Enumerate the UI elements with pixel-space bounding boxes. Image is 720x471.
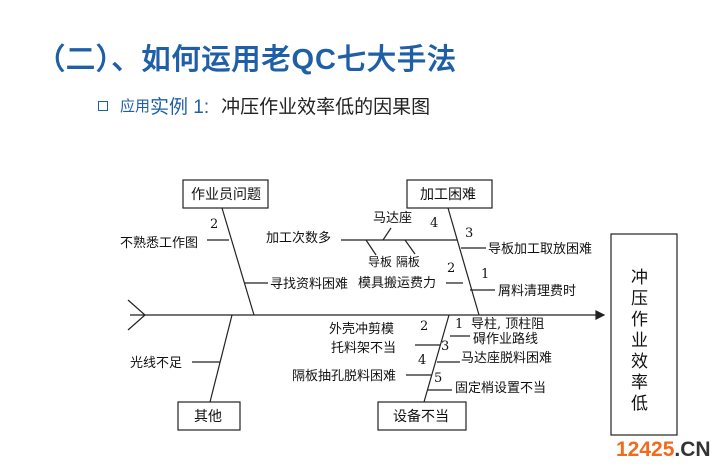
cause-label: 外壳冲剪模 bbox=[329, 321, 394, 337]
cause-number: 2 bbox=[420, 319, 428, 334]
subtitle-prefix-small: 应用 bbox=[120, 98, 151, 115]
category-other: 其他 bbox=[194, 409, 222, 425]
cause-number: 2 bbox=[447, 261, 455, 276]
category-operator: 作业员问题 bbox=[191, 187, 261, 203]
box-operator bbox=[182, 179, 269, 209]
watermark-number: 12425 bbox=[616, 438, 675, 461]
watermark: 12425.CN bbox=[616, 438, 711, 462]
box-processing bbox=[406, 179, 493, 209]
subtitle-prefix-large: 实例 1: bbox=[150, 97, 210, 118]
branch-line bbox=[404, 239, 416, 255]
cause-number: 2 bbox=[210, 217, 218, 232]
bone-operator bbox=[221, 207, 255, 316]
branch-line bbox=[382, 227, 392, 241]
category-equipment: 设备不当 bbox=[393, 408, 449, 425]
effect-label: 冲压作业效率低 bbox=[627, 268, 648, 415]
cause-label: 导柱, 顶柱阻 bbox=[471, 317, 544, 332]
cause-label: 碍作业路线 bbox=[473, 331, 538, 347]
subtitle-text: 冲压作业效率低的因果图 bbox=[221, 97, 431, 118]
cause-label: 马达座脱料困难 bbox=[461, 351, 552, 366]
effect-box bbox=[610, 233, 678, 436]
watermark-suffix: .CN bbox=[674, 438, 711, 461]
branch-line bbox=[365, 239, 377, 256]
cause-number: 4 bbox=[418, 353, 426, 368]
category-processing: 加工困难 bbox=[420, 187, 476, 203]
cause-label: 马达座 bbox=[373, 211, 412, 226]
cause-number: 4 bbox=[430, 216, 438, 231]
cause-label: 寻找资料困难 bbox=[270, 277, 348, 292]
page-title: （二）、如何运用老QC七大手法 bbox=[36, 44, 458, 76]
cause-label: 光线不足 bbox=[130, 356, 182, 371]
bullet-square-icon bbox=[98, 100, 108, 111]
cause-label: 隔板抽孔脱料困难 bbox=[292, 369, 396, 384]
spine-arrow bbox=[595, 310, 606, 320]
bone-processing bbox=[447, 207, 480, 316]
cause-number: 1 bbox=[455, 317, 463, 332]
cause-label: 加工次数多 bbox=[266, 230, 331, 246]
cause-label: 模具搬运费力 bbox=[358, 276, 436, 291]
box-other bbox=[177, 401, 241, 431]
cause-label: 导板 隔板 bbox=[368, 255, 420, 269]
bone-other bbox=[209, 314, 233, 403]
cause-number: 3 bbox=[465, 226, 473, 241]
cause-number: 3 bbox=[441, 339, 449, 354]
cause-label: 不熟悉工作图 bbox=[120, 235, 198, 251]
cause-label: 固定梢设置不当 bbox=[455, 381, 546, 396]
box-equipment bbox=[377, 401, 467, 431]
subtitle: 应用 实例 1: 冲压作业效率低的因果图 bbox=[98, 92, 430, 119]
cause-label: 托料架不当 bbox=[331, 341, 396, 356]
cause-label: 导板加工取放困难 bbox=[488, 242, 592, 257]
bone-equipment bbox=[423, 314, 450, 403]
cause-label: 屑料清理费时 bbox=[498, 284, 576, 299]
cause-number: 5 bbox=[434, 371, 442, 386]
cause-number: 1 bbox=[481, 267, 489, 282]
